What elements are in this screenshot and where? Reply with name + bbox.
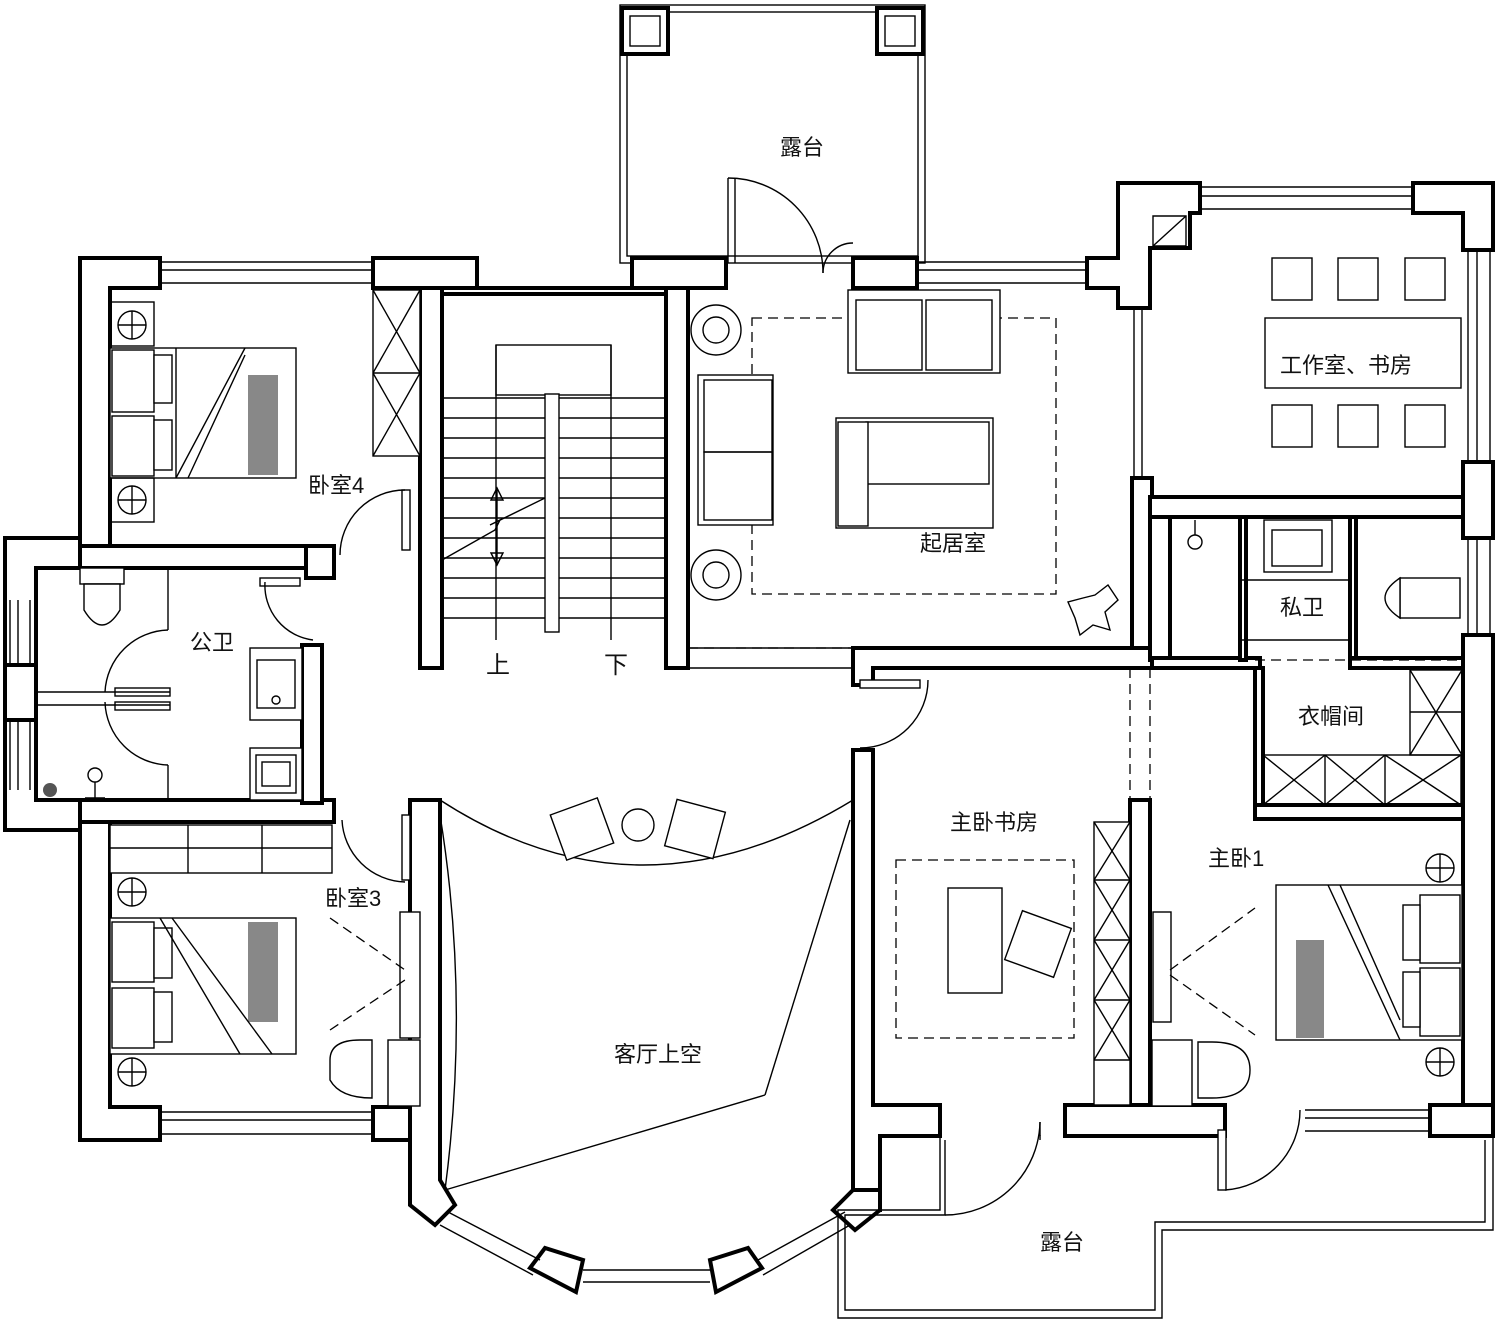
private-bath-fixtures: [1187, 519, 1461, 620]
label-public-bath: 公卫: [190, 630, 234, 655]
label-living-void: 客厅上空: [614, 1042, 702, 1067]
label-family-room: 起居室: [920, 531, 986, 556]
label-studio-study: 工作室、书房: [1280, 353, 1412, 378]
bedroom-3-furniture: [109, 824, 421, 1107]
label-master-study: 主卧书房: [950, 810, 1038, 835]
label-terrace-bottom: 露台: [1040, 1230, 1084, 1255]
staircase: [418, 286, 690, 670]
label-bedroom-3: 卧室3: [325, 886, 381, 911]
public-bath-fixtures: [43, 567, 303, 801]
master-study-furniture: [895, 821, 1131, 1106]
family-room-walls: [630, 256, 1154, 687]
label-stair-up: 上: [486, 652, 510, 679]
doors: [36, 489, 1350, 883]
room-labels: 露台 卧室4 公卫 卧室3 客厅上空 起居室 工作室、书房 私卫 衣帽间 主卧书…: [190, 135, 1412, 1255]
living-void-furniture: [549, 796, 727, 862]
studio-furniture: [1264, 257, 1462, 448]
master-bedroom-furniture: [1151, 853, 1463, 1107]
living-void-walls: [408, 798, 882, 1296]
private-bath-walls: [1148, 515, 1495, 1138]
label-private-bath: 私卫: [1280, 595, 1324, 620]
label-master-bedroom: 主卧1: [1208, 846, 1264, 871]
label-bedroom-4: 卧室4: [308, 473, 364, 498]
bottom-terrace: [837, 1109, 1494, 1319]
top-terrace: [619, 4, 926, 274]
label-walk-in-closet: 衣帽间: [1298, 704, 1364, 729]
studio-walls: [1085, 181, 1495, 540]
label-terrace-top: 露台: [780, 135, 824, 160]
family-room-furniture: [690, 289, 1119, 637]
bedroom-4-furniture: [109, 289, 421, 523]
label-stair-down: 下: [604, 652, 628, 679]
